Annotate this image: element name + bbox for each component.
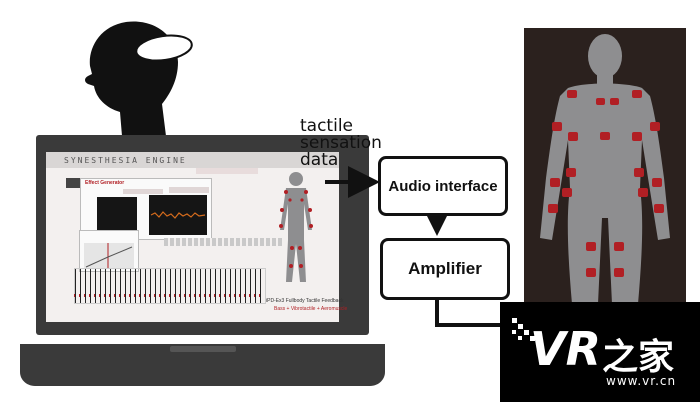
- channel-faders[interactable]: [74, 268, 266, 304]
- actuator-dot: [652, 178, 662, 187]
- actuator-dot: [586, 242, 596, 251]
- tactile-label-line-2: sensation: [300, 133, 382, 153]
- audio-interface-box: Audio interface: [378, 156, 508, 216]
- actuator-dot: [596, 98, 605, 105]
- tactile-label-line-1: tactile: [300, 116, 354, 136]
- actuator-dot: [586, 268, 596, 277]
- step-sequencer[interactable]: [164, 238, 284, 246]
- waveform-display-2: [149, 195, 207, 235]
- watermark-brand-chinese: 之家: [602, 337, 675, 378]
- vr-logo-icon: [512, 318, 535, 341]
- user-head-silhouette: [85, 21, 193, 136]
- actuator-dot: [650, 122, 660, 131]
- screen-body-figure: [279, 172, 313, 282]
- tactile-data-label: tactile sensation data: [300, 118, 410, 169]
- actuator-dot: [614, 268, 624, 277]
- app-title: SYNESTHESIA ENGINE: [64, 156, 187, 165]
- actuator-dot: [550, 178, 560, 187]
- actuator-dot: [632, 132, 642, 141]
- waveform-display-1: [97, 197, 137, 235]
- actuator-dots: [548, 90, 664, 277]
- body-actuator-panel: [524, 28, 686, 304]
- actuator-dot: [600, 132, 610, 140]
- body-figure: [540, 34, 670, 304]
- laptop-screen: SYNESTHESIA ENGINE Effect Generator: [46, 152, 347, 322]
- actuator-dot: [632, 90, 642, 98]
- actuator-dot: [610, 98, 619, 105]
- actuator-dot: [548, 204, 558, 213]
- watermark: VR 之家 www.vr.cn: [500, 302, 700, 402]
- tactile-label-line-3: data: [300, 150, 339, 170]
- app-title-bar: [46, 152, 339, 168]
- amplifier-box: Amplifier: [380, 238, 510, 300]
- actuator-dot: [552, 122, 562, 131]
- actuator-dot: [567, 90, 577, 98]
- power-button-icon[interactable]: [66, 178, 80, 188]
- actuator-dot: [614, 242, 624, 251]
- actuator-dot: [568, 132, 578, 141]
- footer-line-2: Bass + Vibrotactile + Aeromuscle: [274, 306, 348, 312]
- watermark-brand-letters: VR: [530, 322, 602, 376]
- line-amplifier-to-body: [435, 296, 505, 327]
- footer-line-1: iPD-Ex3 Fullbody Tactile Feedback: [266, 298, 344, 304]
- actuator-dot: [562, 188, 572, 197]
- envelope-panel: [79, 230, 139, 272]
- effect-generator-panel: Effect Generator: [80, 178, 212, 240]
- vr-headset-icon: [135, 34, 193, 62]
- watermark-url: www.vr.cn: [606, 374, 677, 388]
- actuator-dot: [638, 188, 648, 197]
- actuator-dot: [566, 168, 576, 177]
- actuator-dot: [634, 168, 644, 177]
- actuator-dot: [654, 204, 664, 213]
- effect-panel-title: Effect Generator: [85, 180, 125, 186]
